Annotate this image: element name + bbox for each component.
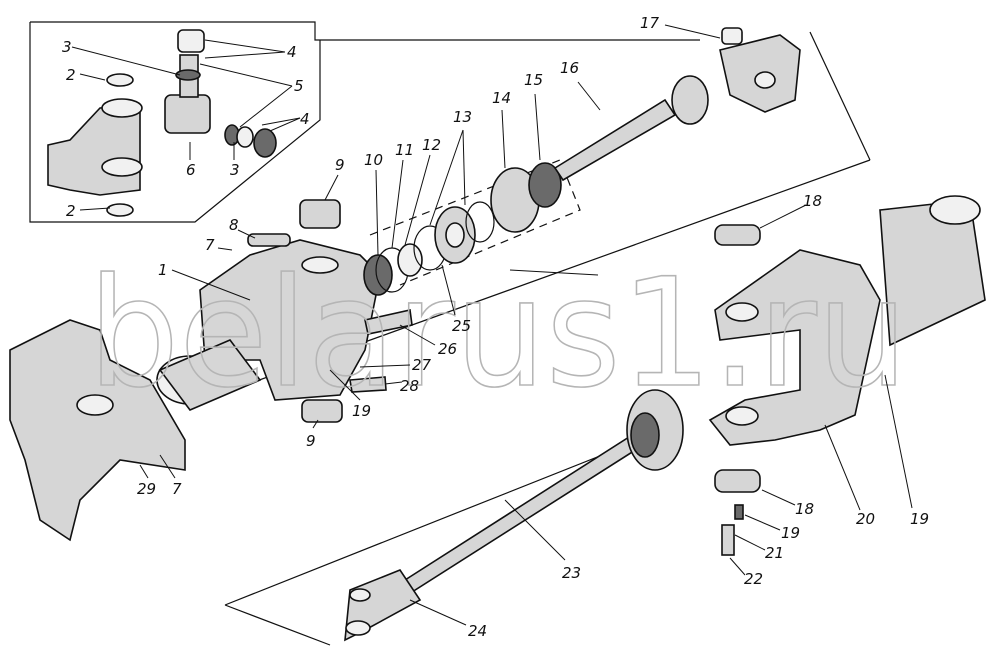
label-19: 19 [352,402,371,420]
label-10: 10 [364,151,383,169]
label-3: 3 [62,38,72,56]
gearbox-housing [9,319,186,542]
bearing-stack [363,162,562,296]
label-29: 29 [137,480,156,498]
label-11: 11 [395,141,414,159]
label-27: 27 [412,356,432,374]
label-22: 22 [744,570,763,588]
label-14: 14 [492,89,511,107]
label-5: 5 [294,77,304,95]
label-3b: 3 [230,161,240,179]
inset-universal-joint [47,29,277,217]
label-9b: 9 [306,432,316,450]
lower-shaft-assembly [344,389,684,642]
label-18: 18 [803,192,822,210]
label-20: 20 [856,510,875,528]
label-19c: 19 [781,524,800,542]
label-16: 16 [560,59,579,77]
label-6: 6 [186,161,196,179]
label-24: 24 [468,622,487,640]
label-9: 9 [335,156,345,174]
part-labels: 3 2 4 5 4 6 3 2 17 16 15 14 13 12 11 10 … [62,14,929,640]
label-21: 21 [765,544,784,562]
label-26: 26 [438,340,457,358]
label-4: 4 [287,43,297,61]
label-23: 23 [562,564,581,582]
label-7b: 7 [172,480,182,498]
label-4b: 4 [300,110,310,128]
label-1: 1 [158,261,168,279]
label-8: 8 [229,216,239,234]
label-13: 13 [453,108,472,126]
label-17: 17 [640,14,660,32]
label-2: 2 [66,66,76,84]
label-19b: 19 [910,510,929,528]
housing-part-1 [156,199,413,423]
label-28: 28 [400,377,419,395]
watermark: belarus1.ru [88,247,908,421]
label-18b: 18 [795,500,814,518]
upper-shaft-assembly [553,27,801,182]
label-7: 7 [205,236,215,254]
bracket-part-20 [708,195,986,556]
label-12: 12 [422,136,441,154]
label-2b: 2 [66,202,76,220]
label-25: 25 [452,317,471,335]
label-15: 15 [524,71,543,89]
leader-lines [71,24,913,626]
